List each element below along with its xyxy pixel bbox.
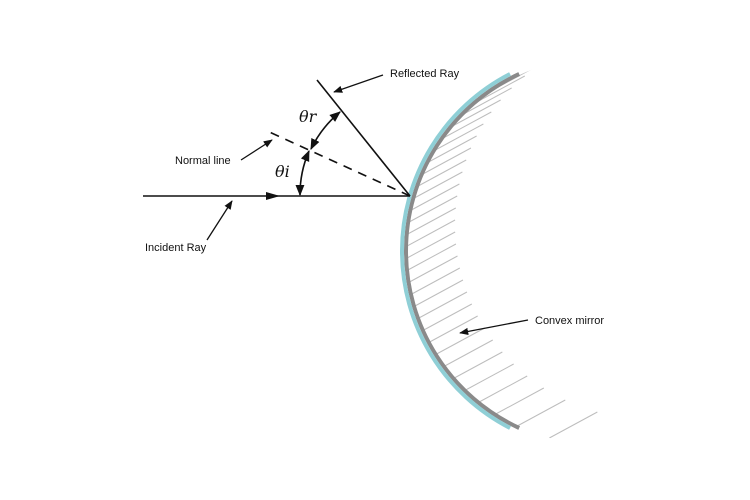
hatch-line bbox=[452, 99, 501, 127]
hatch-line bbox=[414, 279, 464, 307]
incident-ray-arrowhead bbox=[266, 192, 280, 200]
reflected-ray-pointer bbox=[333, 74, 384, 93]
hatch-line bbox=[407, 207, 456, 235]
normal-line-label: Normal line bbox=[175, 155, 231, 167]
hatch-line bbox=[407, 243, 457, 271]
hatch-line bbox=[423, 303, 473, 331]
hatch-line bbox=[495, 387, 545, 415]
normal-line-pointer bbox=[240, 139, 273, 161]
hatch-line bbox=[411, 267, 461, 295]
reflected-ray-label: Reflected Ray bbox=[390, 68, 460, 80]
convex-mirror-label: Convex mirror bbox=[535, 315, 604, 327]
hatch-line bbox=[407, 219, 456, 247]
hatch-line bbox=[517, 399, 566, 427]
convex-mirror-surface bbox=[400, 72, 511, 430]
hatch-line bbox=[429, 315, 478, 343]
hatch-line bbox=[549, 411, 598, 439]
hatch-line bbox=[443, 111, 492, 139]
mirror-hatching bbox=[407, 63, 598, 439]
hatch-line bbox=[444, 339, 493, 367]
hatch-line bbox=[435, 123, 484, 151]
hatch-line bbox=[409, 255, 458, 283]
angle-r-arc bbox=[310, 111, 341, 151]
hatch-line bbox=[414, 171, 463, 199]
theta-i-label: θi bbox=[275, 162, 290, 181]
theta-r-label: θr bbox=[299, 107, 318, 126]
convex-mirror-pointer bbox=[459, 319, 529, 336]
hatch-line bbox=[476, 75, 526, 103]
hatch-line bbox=[463, 87, 512, 115]
hatch-line bbox=[408, 195, 458, 223]
reflected-ray bbox=[316, 79, 411, 197]
hatch-line bbox=[422, 147, 472, 175]
hatch-line bbox=[418, 291, 468, 319]
hatch-line bbox=[428, 135, 477, 163]
incident-ray-pointer bbox=[206, 200, 233, 241]
hatch-line bbox=[417, 159, 467, 187]
incident-ray-label: Incident Ray bbox=[145, 242, 207, 254]
normal-line bbox=[264, 129, 411, 197]
hatch-line bbox=[465, 363, 514, 391]
hatch-line bbox=[478, 375, 528, 403]
mirror-backing bbox=[404, 72, 521, 430]
hatch-line bbox=[454, 351, 503, 379]
hatch-line bbox=[436, 327, 485, 355]
hatch-line bbox=[407, 231, 456, 259]
hatch-line bbox=[411, 183, 460, 211]
angle-i-arc bbox=[295, 149, 310, 197]
